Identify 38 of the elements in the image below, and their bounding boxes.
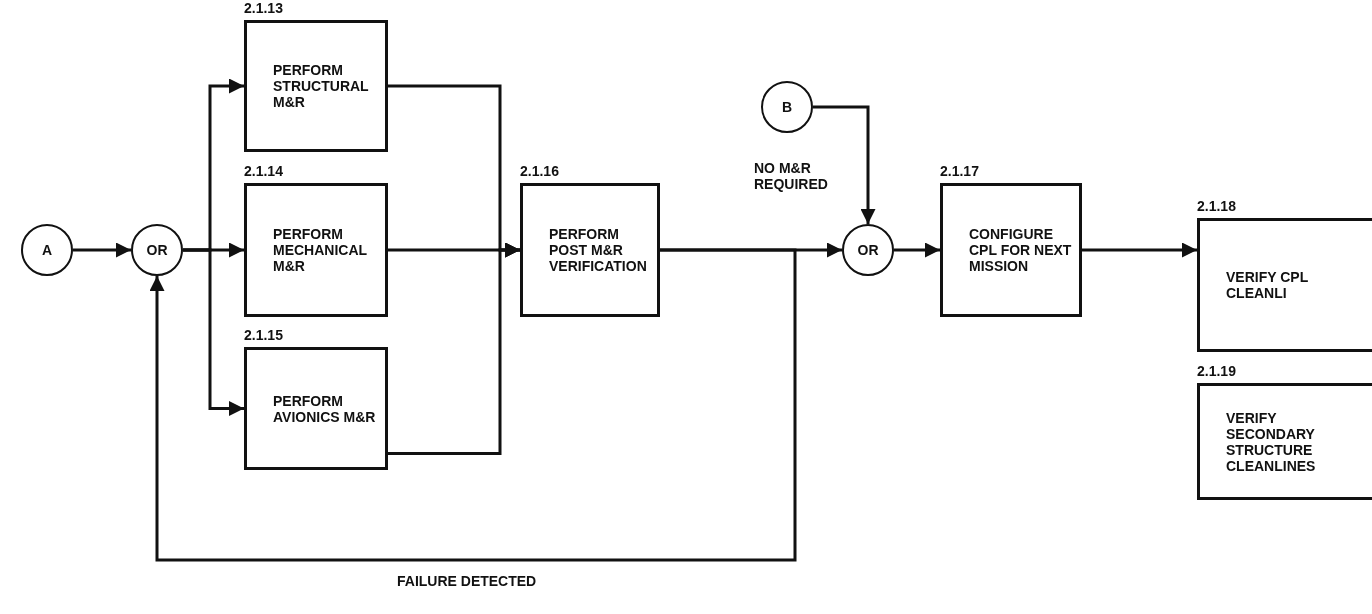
process-box	[1197, 383, 1372, 500]
circle-label: OR	[146, 242, 168, 258]
arrow	[1082, 242, 1197, 258]
step-number: 2.1.16	[520, 163, 559, 179]
edge-label: NO M&R REQUIRED	[752, 160, 826, 192]
connector-circle	[842, 224, 894, 276]
step-number: 2.1.14	[244, 163, 283, 179]
arrow	[149, 248, 797, 562]
process-label: PERFORM STRUCTURAL M&R	[273, 62, 370, 110]
process-label: VERIFY SECONDARY STRUCTURE CLEANLINES	[1226, 409, 1317, 474]
arrow	[388, 242, 520, 455]
process-label: PERFORM MECHANICAL M&R	[273, 226, 368, 274]
arrow	[813, 105, 876, 224]
process-box	[1197, 218, 1372, 352]
circle-label: B	[781, 99, 793, 115]
step-number: 2.1.19	[1197, 363, 1236, 379]
connector-circle	[761, 81, 813, 133]
arrow	[183, 248, 244, 416]
arrow	[894, 242, 940, 258]
step-number: 2.1.17	[940, 163, 979, 179]
process-box	[244, 20, 388, 152]
process-label: CONFIGURE CPL FOR NEXT MISSION	[969, 226, 1073, 274]
process-box	[520, 183, 660, 317]
step-number: 2.1.15	[244, 327, 283, 343]
circle-label: A	[41, 242, 53, 258]
step-number: 2.1.13	[244, 0, 283, 16]
process-box	[244, 347, 388, 470]
process-label: PERFORM POST M&R VERIFICATION	[549, 226, 648, 274]
process-label: PERFORM AVIONICS M&R	[273, 392, 377, 425]
step-number: 2.1.18	[1197, 198, 1236, 214]
circle-label: OR	[857, 242, 879, 258]
edge-label: FAILURE DETECTED	[395, 573, 539, 589]
process-box	[244, 183, 388, 317]
process-label: VERIFY CPL CLEANLI	[1226, 269, 1309, 301]
connector-circle	[131, 224, 183, 276]
connector-circle	[21, 224, 73, 276]
process-box	[940, 183, 1082, 317]
arrow	[73, 242, 131, 258]
